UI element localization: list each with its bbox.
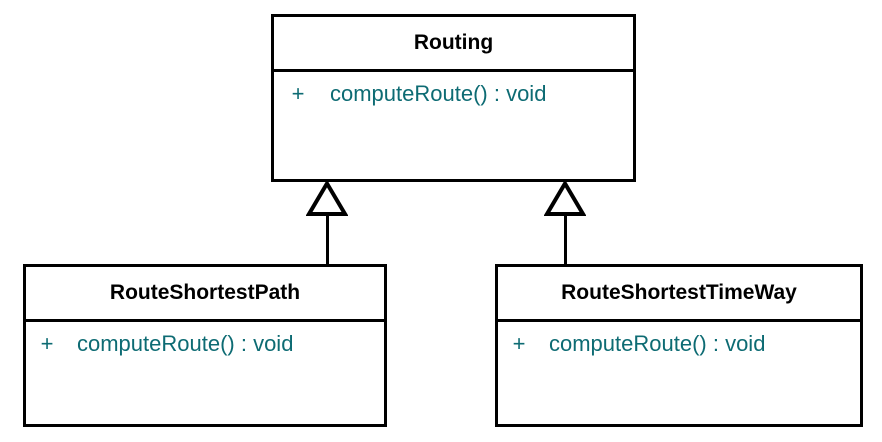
class-title-compartment: RouteShortestTimeWay [498,267,860,322]
class-title-compartment: Routing [274,17,633,72]
generalization-line [326,212,329,266]
class-members-compartment: + computeRoute() : void [498,322,860,424]
generalization-triangle-icon [543,179,587,217]
class-member-row: + computeRoute() : void [274,81,633,107]
member-signature: computeRoute() : void [77,331,294,356]
class-name-route-shortest-path: RouteShortestPath [109,281,301,304]
class-box-routing[interactable]: Routing + computeRoute() : void [271,14,636,182]
class-name-route-shortest-time-way: RouteShortestTimeWay [561,281,797,304]
class-box-route-shortest-time-way[interactable]: RouteShortestTimeWay + computeRoute() : … [495,264,863,427]
member-signature: computeRoute() : void [549,331,766,356]
member-visibility-marker: + [40,331,54,356]
class-member-row: + computeRoute() : void [26,331,384,357]
class-box-route-shortest-path[interactable]: RouteShortestPath + computeRoute() : voi… [23,264,387,427]
member-signature: computeRoute() : void [330,81,547,106]
class-member-row: + computeRoute() : void [498,331,860,357]
generalization-triangle-icon [305,179,349,217]
member-visibility-marker: + [291,81,305,106]
class-name-routing: Routing [413,31,494,54]
class-members-compartment: + computeRoute() : void [26,322,384,424]
generalization-line [564,212,567,266]
class-members-compartment: + computeRoute() : void [274,72,633,179]
class-title-compartment: RouteShortestPath [26,267,384,322]
member-visibility-marker: + [512,331,526,356]
